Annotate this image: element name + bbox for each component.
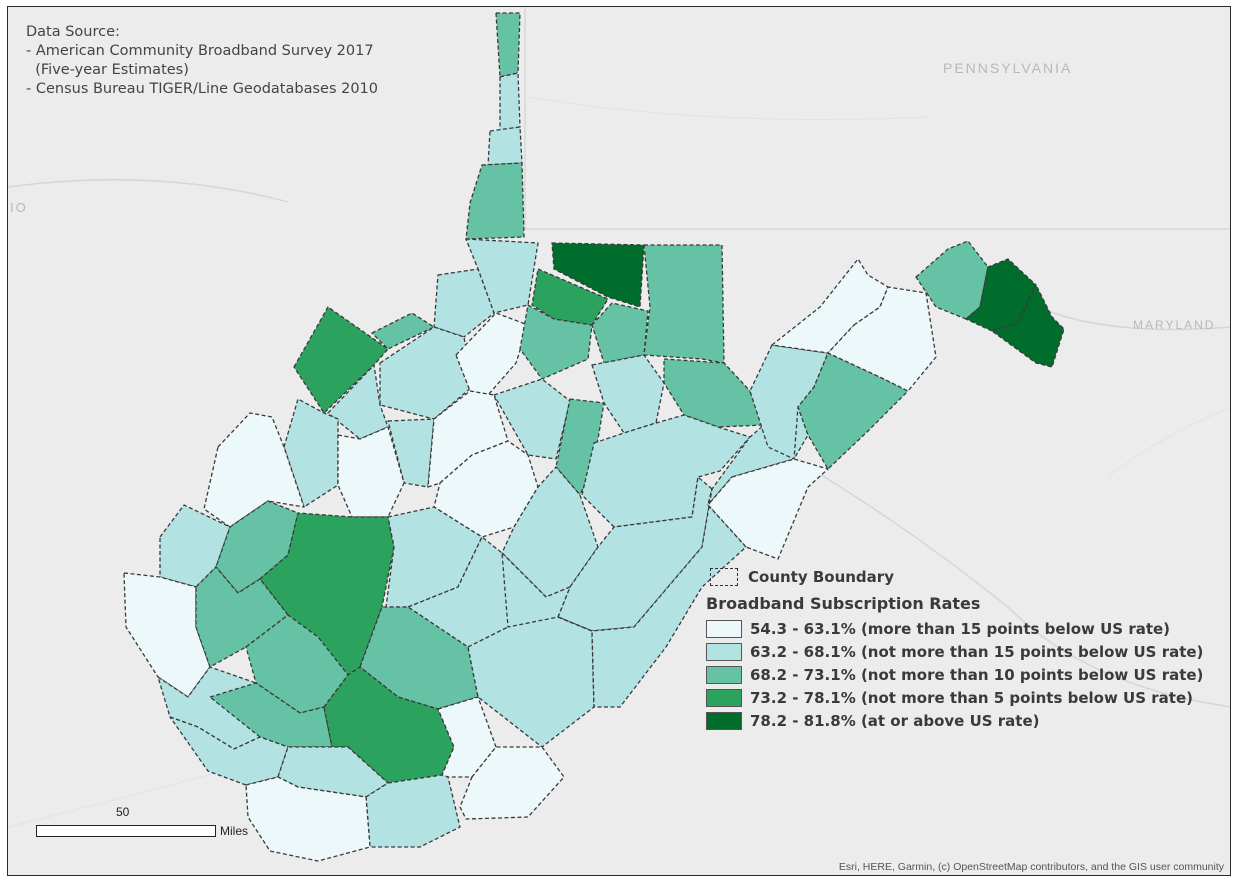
legend-swatch-class-5 [706, 711, 742, 730]
county-pendleton-south[interactable] [501, 552, 571, 628]
map-frame: PENNSYLVANIA MARYLAND IO [7, 6, 1231, 876]
county-wirt[interactable] [327, 364, 389, 440]
county-jefferson-east[interactable] [991, 284, 1065, 368]
legend-class-row: 54.3 - 63.1% (more than 15 points below … [706, 617, 1203, 640]
maryland-label: MARYLAND [1133, 318, 1215, 332]
legend-title: Broadband Subscription Rates [706, 594, 981, 613]
county-doddridge[interactable] [455, 312, 529, 396]
county-hancock[interactable] [495, 12, 521, 78]
legend-swatch-class-1 [706, 619, 742, 638]
scale-bar-value: 50 [116, 805, 130, 819]
county-boundary-swatch [710, 567, 738, 586]
legend-class-row: 78.2 - 81.8% (at or above US rate) [706, 709, 1203, 732]
legend-class-label: 73.2 - 78.1% (not more than 5 points bel… [750, 688, 1193, 707]
county-tyler[interactable] [433, 268, 495, 338]
county-kanawha[interactable] [259, 512, 395, 676]
county-clay[interactable] [385, 506, 483, 608]
county-south-ridge[interactable] [557, 488, 747, 708]
county-hardy[interactable] [827, 286, 937, 392]
data-source-note: Data Source: - American Community Broadb… [26, 23, 378, 99]
county-monroe[interactable] [459, 746, 565, 820]
county-harrison[interactable] [519, 304, 593, 380]
legend-class-row: 63.2 - 68.1% (not more than 15 points be… [706, 640, 1203, 663]
legend-swatch-class-3 [706, 665, 742, 684]
county-ritchie[interactable] [379, 326, 473, 420]
ohio-label-fragment: IO [10, 200, 28, 215]
county-marshall[interactable] [465, 162, 525, 240]
scale-bar-box [36, 825, 216, 837]
county-pleasants[interactable] [371, 312, 435, 350]
county-mason[interactable] [203, 412, 305, 528]
county-lewis[interactable] [493, 378, 571, 460]
legend-class-label: 68.2 - 73.1% (not more than 10 points be… [750, 665, 1204, 684]
county-tucker[interactable] [663, 358, 765, 428]
data-source-line-3: - Census Bureau TIGER/Line Geodatabases … [26, 81, 379, 97]
county-wetzel[interactable] [465, 238, 539, 314]
county-preston[interactable] [643, 244, 725, 364]
legend-boundary-label: County Boundary [748, 567, 894, 586]
county-wayne[interactable] [123, 572, 211, 698]
legend-swatch-class-2 [706, 642, 742, 661]
map-legend: County Boundary Broadband Subscription R… [706, 565, 1203, 732]
legend-class-row: 68.2 - 73.1% (not more than 10 points be… [706, 663, 1203, 686]
county-roane[interactable] [337, 426, 405, 518]
county-hampshire[interactable] [797, 352, 909, 470]
county-brooke[interactable] [499, 72, 521, 132]
map-canvas[interactable]: PENNSYLVANIA MARYLAND IO [8, 7, 1231, 876]
county-summers[interactable] [437, 696, 497, 778]
county-lincoln[interactable] [195, 566, 289, 668]
data-source-heading: Data Source: [26, 24, 120, 40]
map-attribution: Esri, HERE, Garmin, (c) OpenStreetMap co… [838, 861, 1224, 873]
legend-class-label: 78.2 - 81.8% (at or above US rate) [750, 711, 1040, 730]
county-wood[interactable] [293, 306, 389, 414]
county-ohio[interactable] [487, 126, 523, 166]
data-source-line-1: - American Community Broadband Survey 20… [26, 43, 374, 59]
county-mercer[interactable] [365, 774, 461, 848]
county-monongalia[interactable] [551, 242, 645, 308]
county-jackson[interactable] [283, 398, 339, 508]
data-source-line-2: (Five-year Estimates) [26, 62, 189, 78]
scale-bar-units: Miles [220, 824, 249, 838]
legend-class-row: 73.2 - 78.1% (not more than 5 points bel… [706, 686, 1203, 709]
legend-class-label: 54.3 - 63.1% (more than 15 points below … [750, 619, 1171, 638]
county-taylor[interactable] [591, 302, 649, 364]
county-jefferson[interactable] [965, 258, 1037, 332]
basemap-state-lines [8, 7, 1230, 708]
county-mineral[interactable] [749, 344, 829, 460]
pennsylvania-label: PENNSYLVANIA [943, 60, 1072, 76]
basemap-roads [8, 96, 1230, 828]
legend-class-label: 63.2 - 68.1% (not more than 15 points be… [750, 642, 1204, 661]
county-randolph[interactable] [581, 414, 751, 528]
legend-boundary-row: County Boundary [706, 565, 1203, 588]
legend-swatch-class-4 [706, 688, 742, 707]
county-mcdowell-south[interactable] [245, 776, 371, 862]
county-layer [123, 12, 1065, 862]
